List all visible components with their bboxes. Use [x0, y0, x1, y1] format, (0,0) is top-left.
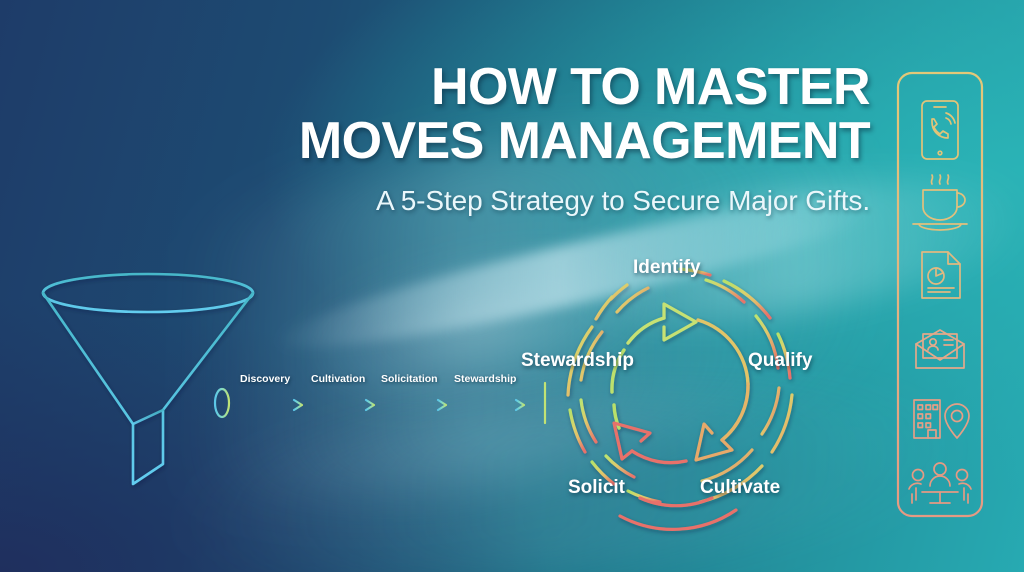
pipeline-stage-label-stewardship: Stewardship	[454, 373, 517, 385]
report-chart-icon	[921, 251, 961, 299]
pipeline-stage-label-cultivation: Cultivation	[311, 373, 366, 385]
cycle-label-identify: Identify	[633, 257, 701, 278]
page-subtitle: A 5-Step Strategy to Secure Major Gifts.	[376, 185, 870, 216]
mail-contact-icon	[915, 329, 965, 369]
pipeline-timeline-graphic	[213, 381, 550, 425]
coffee-cup-icon	[912, 174, 968, 231]
pipeline-stage-label-solicitation: Solicitation	[381, 373, 438, 385]
cycle-label-stewardship: Stewardship	[521, 350, 634, 371]
cycle-label-qualify: Qualify	[748, 350, 813, 371]
phone-call-icon	[921, 100, 959, 160]
lead-funnel-graphic	[41, 272, 255, 486]
cycle-label-cultivate: Cultivate	[700, 477, 781, 498]
building-pin-icon	[913, 399, 970, 439]
moves-management-cycle-graphic	[566, 267, 794, 531]
touchpoint-notepad-graphic	[896, 58, 984, 518]
cycle-label-solicit: Solicit	[568, 477, 626, 498]
pipeline-stage-label-discovery: Discovery	[240, 373, 291, 385]
page-title-line-1: HOW TO MASTER	[431, 58, 871, 116]
page-title-line-2: MOVES MANAGEMENT	[298, 112, 871, 170]
headline-block: HOW TO MASTER MOVES MANAGEMENT A 5-Step …	[210, 58, 871, 217]
meeting-people-icon	[908, 462, 972, 504]
